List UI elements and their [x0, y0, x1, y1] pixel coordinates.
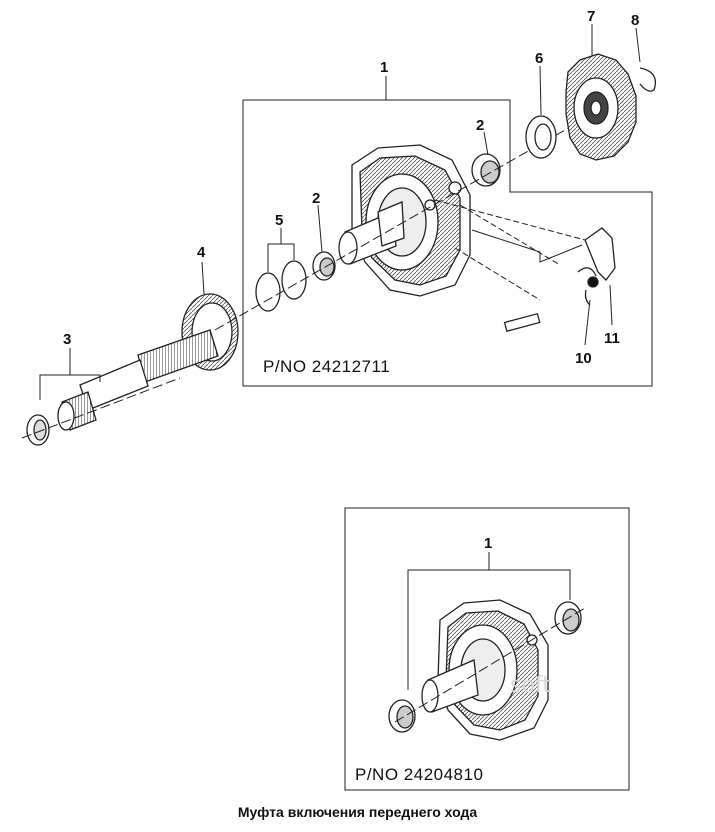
- bearing-2-left: [312, 204, 336, 281]
- leader-10: [584, 299, 591, 346]
- callout-6: 6: [535, 50, 543, 67]
- bottom-assembly-box: [344, 507, 630, 791]
- top-assembly-box: [242, 76, 653, 387]
- callout-10: 10: [575, 350, 592, 367]
- callout-2-left: 2: [312, 190, 320, 207]
- bearing-bottom-right: [554, 601, 582, 635]
- callout-3: 3: [63, 331, 71, 348]
- callout-8: 8: [631, 12, 639, 29]
- bearing-2-top: [471, 131, 501, 187]
- snap-ring-8: [635, 27, 657, 92]
- callout-1-bottom: 1: [484, 535, 492, 552]
- callout-7: 7: [587, 8, 595, 25]
- diagram-caption: Муфта включения переднего хода: [237, 804, 478, 820]
- clutch-housing-top: [338, 144, 586, 301]
- seal-rings-5: [255, 228, 307, 312]
- sprag-spring-parts: [503, 227, 616, 333]
- callout-4: 4: [197, 244, 206, 261]
- callout-1-top: 1: [380, 59, 388, 76]
- leader-11: [609, 284, 613, 326]
- callout-2-top: 2: [476, 117, 484, 134]
- callout-11: 11: [604, 330, 620, 347]
- axis-line-bottom: [394, 607, 586, 723]
- gear-7: [565, 24, 637, 161]
- part-number-bottom: P/NO 24204810: [355, 765, 483, 784]
- watermark: soft: [510, 673, 551, 698]
- bearing-bottom-left: [388, 699, 416, 733]
- callout-5: 5: [275, 212, 283, 229]
- washer-6: [525, 65, 557, 159]
- shaft-3: [21, 329, 219, 446]
- clutch-housing-bottom: soft: [421, 599, 551, 741]
- part-number-top: P/NO 24212711: [263, 357, 390, 376]
